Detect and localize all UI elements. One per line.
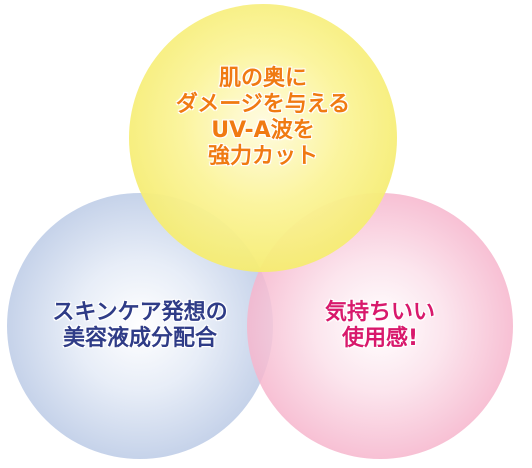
top-circle-label: 肌の奥に ダメージを与える UV-A波を 強力カット — [129, 66, 397, 170]
top-label-line-4: 強力カット — [207, 144, 318, 169]
right-circle-label: 気持ちいい 使用感! — [250, 300, 510, 352]
left-label-line-1: スキンケア発想の — [52, 300, 228, 325]
right-label-line-2: 使用感! — [341, 326, 419, 351]
top-label-line-1: 肌の奥に — [218, 66, 307, 91]
left-circle-label: スキンケア発想の 美容液成分配合 — [10, 300, 270, 352]
left-label-line-2: 美容液成分配合 — [62, 326, 217, 351]
top-label-line-2: ダメージを与える — [175, 92, 351, 117]
top-circle — [129, 4, 397, 272]
right-label-line-1: 気持ちいい — [324, 300, 435, 325]
top-label-line-3: UV-A波を — [211, 118, 315, 143]
